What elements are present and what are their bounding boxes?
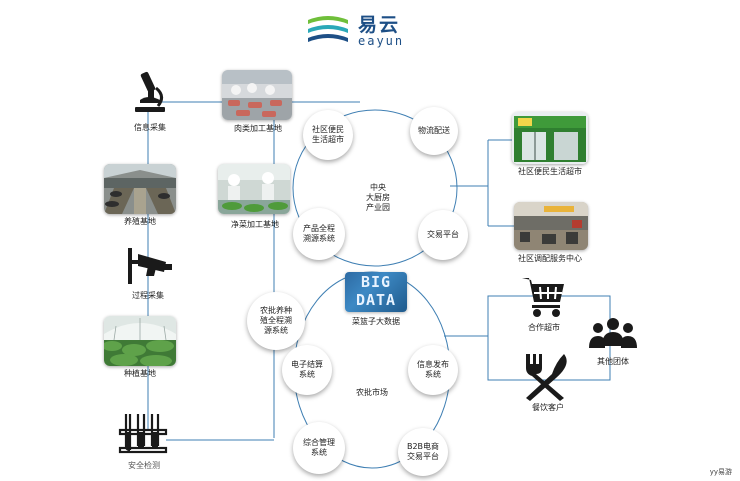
community-supermarket-node[interactable]: 社区便民 生活超市 bbox=[303, 110, 353, 160]
upper-ring bbox=[292, 109, 458, 267]
people-group-icon bbox=[589, 318, 637, 348]
logo-waves-icon bbox=[308, 16, 348, 42]
catering-label: 餐饮客户 bbox=[532, 403, 564, 412]
safety-test-label: 安全检测 bbox=[128, 461, 160, 470]
central-kitchen-label: 中央 大厨房 产业园 bbox=[366, 183, 390, 212]
b2b-node[interactable]: B2B电商 交易平台 bbox=[398, 428, 448, 476]
big-data-tile: BIG DATA bbox=[345, 272, 407, 312]
traceability-node[interactable]: 产品全程 溯源系统 bbox=[293, 208, 345, 260]
meat-base-photo bbox=[222, 70, 292, 120]
info-publish-node[interactable]: 信息发布 系统 bbox=[408, 345, 458, 395]
process-collect-label: 过程采集 bbox=[132, 291, 164, 300]
big-data-line2: DATA bbox=[355, 291, 397, 309]
logistics-node[interactable]: 物流配送 bbox=[410, 107, 458, 155]
community-store-photo bbox=[512, 112, 588, 164]
surveillance-camera-icon bbox=[128, 248, 172, 284]
e-settlement-node[interactable]: 电子结算 系统 bbox=[282, 345, 332, 395]
fork-knife-icon bbox=[526, 354, 567, 401]
planting-base-photo bbox=[104, 316, 176, 366]
center-label: 菜篮子大数据 bbox=[352, 317, 400, 326]
breeding-base-photo bbox=[104, 164, 176, 214]
big-data-line1: BIG bbox=[360, 273, 392, 291]
breeding-base-label: 养殖基地 bbox=[124, 217, 156, 226]
meat-base-label: 肉类加工基地 bbox=[234, 124, 282, 133]
eayun-logo: 易云 eayun bbox=[306, 10, 436, 50]
other-groups-label: 其他团体 bbox=[597, 357, 629, 366]
microscope-icon bbox=[135, 71, 165, 112]
logo-name-en: eayun bbox=[358, 34, 405, 48]
watermark: yy易游 bbox=[709, 468, 732, 476]
veg-base-label: 净菜加工基地 bbox=[231, 220, 279, 229]
logo-name-cn: 易云 bbox=[358, 14, 401, 36]
farm-trace-node[interactable]: 农批养种 殖全程溯 源系统 bbox=[247, 292, 305, 350]
integrated-mgmt-node[interactable]: 综合管理 系统 bbox=[293, 422, 345, 474]
test-tubes-icon bbox=[118, 414, 168, 454]
planting-base-label: 种植基地 bbox=[124, 369, 156, 378]
community-store-label: 社区便民生活超市 bbox=[518, 167, 582, 176]
dispatch-center-photo bbox=[514, 202, 588, 250]
dispatch-center-label: 社区调配服务中心 bbox=[518, 254, 582, 263]
veg-base-photo bbox=[218, 164, 290, 214]
info-collect-label: 信息采集 bbox=[134, 123, 166, 132]
shopping-cart-icon bbox=[522, 278, 564, 317]
farm-market-label: 农批市场 bbox=[356, 388, 388, 397]
coop-supermarket-label: 合作超市 bbox=[528, 323, 560, 332]
trading-platform-node[interactable]: 交易平台 bbox=[418, 210, 468, 260]
